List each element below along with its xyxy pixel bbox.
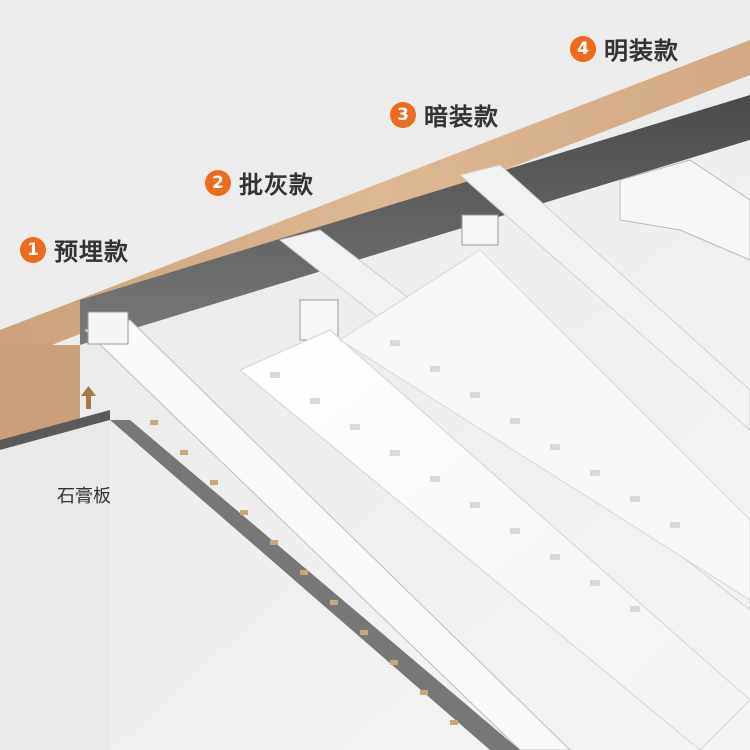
gypsum-board-label: 石膏板 xyxy=(57,486,111,507)
variant-label-2: 2 批灰款 xyxy=(205,165,314,200)
led-dots-channel-1 xyxy=(150,420,458,725)
variant-name: 明装款 xyxy=(604,37,679,65)
variant-number-badge: 3 xyxy=(390,101,416,128)
profile-3 xyxy=(461,214,499,246)
variant-number-badge: 2 xyxy=(205,169,231,196)
profile-4 xyxy=(619,159,750,261)
variant-name: 暗装款 xyxy=(424,103,499,131)
up-arrow-icon xyxy=(81,386,96,409)
gypsum-face xyxy=(0,420,110,750)
strip-2 xyxy=(239,329,750,750)
variant-label-1: 1 预埋款 xyxy=(20,232,129,267)
variant-name: 批灰款 xyxy=(239,171,314,199)
variant-label-4: 4 明装款 xyxy=(570,31,679,66)
cavity-band xyxy=(80,95,750,345)
led-dots xyxy=(270,340,680,612)
variant-name: 预埋款 xyxy=(54,238,129,266)
channel-3 xyxy=(458,164,750,431)
channel-1-edge xyxy=(110,420,520,750)
variant-number-badge: 4 xyxy=(570,35,596,62)
profile-1 xyxy=(87,311,129,345)
gypsum-edge xyxy=(0,410,110,450)
strip-3 xyxy=(339,249,750,601)
variant-number-badge: 1 xyxy=(20,236,46,263)
variant-label-3: 3 暗装款 xyxy=(390,97,499,132)
